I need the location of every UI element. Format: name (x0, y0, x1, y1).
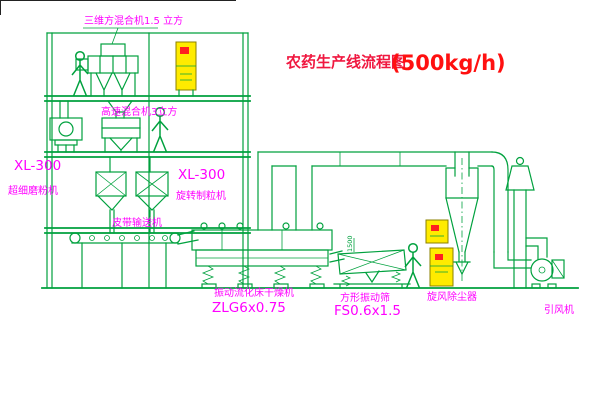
granulator-model-label: XL-300 (178, 167, 225, 183)
operator-figure-1 (71, 50, 89, 97)
capacity-label: (500kg/h) (391, 51, 506, 75)
fan-name-label: 引风机 (544, 303, 574, 316)
exhaust-stack (505, 156, 535, 289)
granulator-name-label: 旋转制粒机 (176, 189, 226, 202)
cyclone-name-label: 旋风除尘器 (427, 290, 477, 303)
sieve-dimension-label: 1500 (346, 235, 354, 252)
window-edge (0, 0, 236, 15)
mill-model-label: XL-300 (14, 158, 61, 174)
sieve-name-label: 方形振动筛 (340, 291, 390, 304)
granulator-right (135, 156, 169, 234)
high-speed-mixer-label: 高速混合机3立方 (101, 105, 177, 118)
mixer-3d (75, 27, 158, 97)
feed-hopper (106, 100, 134, 119)
dryer-model-label: ZLG6x0.75 (212, 300, 286, 316)
building-frame (44, 32, 251, 289)
exhaust-duct (257, 151, 532, 269)
dryer-name-label: 振动流化床干燥机 (214, 286, 294, 299)
cyclone-separator (445, 151, 479, 284)
fluid-bed-dryer (191, 222, 345, 289)
mixer-3d-label: 三维方混合机1.5 立方 (84, 14, 183, 27)
control-cabinet-2 (425, 219, 449, 244)
induced-draft-fan (525, 237, 565, 289)
control-cabinet-3 (429, 247, 454, 287)
high-speed-mixer (101, 117, 141, 153)
sieve-model-label: FS0.6x1.5 (334, 303, 401, 319)
fine-mill (49, 100, 83, 153)
control-cabinet-1 (175, 41, 197, 97)
page-title: 农药生产线流程图 (285, 53, 406, 71)
operator-figure-3 (404, 242, 422, 289)
mill-name-label: 超细磨粉机 (8, 184, 58, 197)
belt-conveyor (69, 230, 199, 289)
granulator-left (95, 156, 127, 234)
vibrating-sieve (333, 238, 411, 289)
belt-conveyor-label: 皮带输送机 (112, 216, 162, 229)
